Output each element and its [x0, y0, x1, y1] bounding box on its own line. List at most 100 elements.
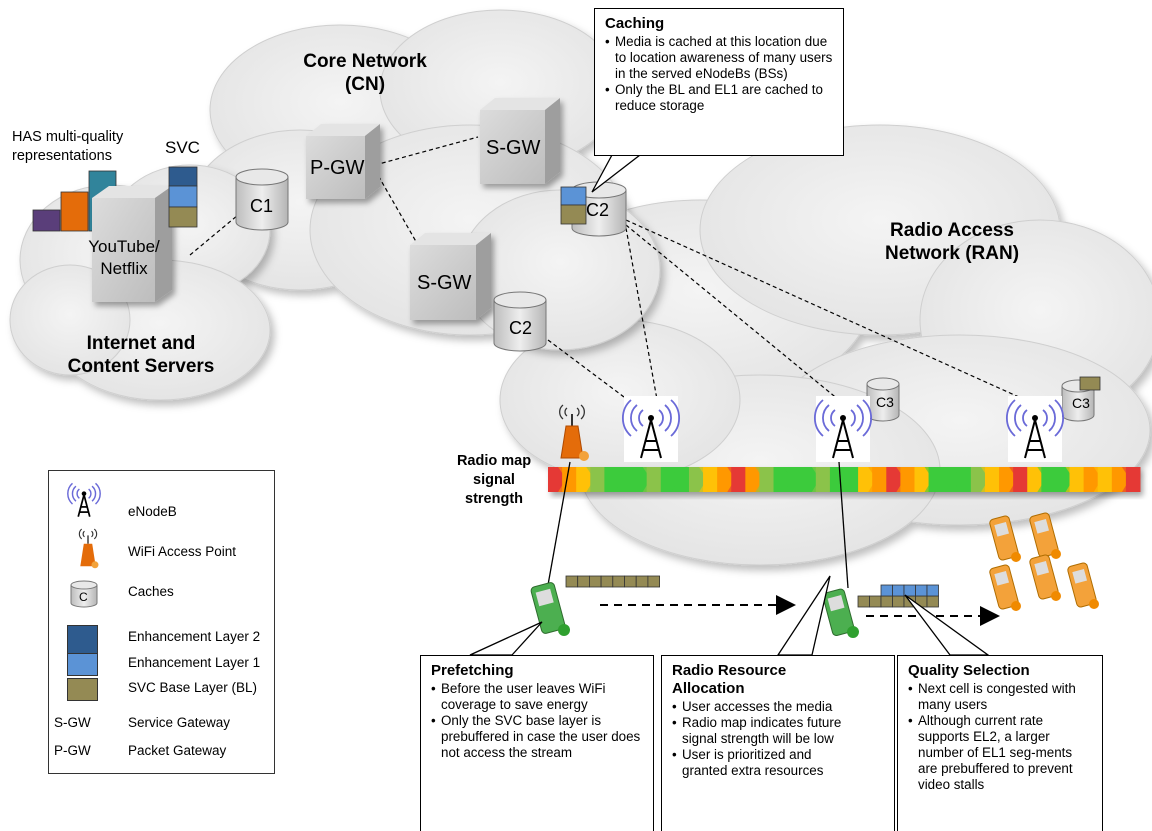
prefetching-callout: Prefetching Before the user leaves WiFi … [420, 655, 654, 831]
svc-el1 [168, 185, 198, 208]
sgw-top-box [480, 98, 560, 184]
has-bar-low [32, 209, 61, 232]
legend-caches-label: Caches [128, 584, 174, 599]
buffer-el1-segment [880, 584, 893, 597]
caching-bullet: Only the BL and EL1 are cached to reduce… [605, 82, 835, 114]
radio-map-cell [942, 467, 958, 492]
radio-map-cell [1041, 467, 1056, 492]
caching-callout: Caching Media is cached at this location… [594, 8, 844, 156]
svc-el2 [168, 166, 198, 187]
congested-user-phone-icon [989, 515, 1021, 562]
buffer-bl-segment [647, 575, 661, 588]
radio-map-cell [731, 467, 746, 492]
radio-map-cell [970, 467, 986, 492]
buffer-el1-segment [892, 584, 905, 597]
radio-map-cell [632, 467, 648, 492]
legend-cache-icon: C [70, 580, 98, 608]
radio-map-cell [900, 467, 915, 492]
radio-map-cells [548, 467, 1141, 492]
legend-el1-label: Enhancement Layer 1 [128, 655, 261, 670]
radio-resource-bullet: Radio map indicates future signal streng… [672, 715, 886, 747]
prefetching-bullet: Before the user leaves WiFi coverage to … [431, 681, 645, 713]
sgw-top-label: S-GW [486, 137, 541, 159]
phone-resource-icon [822, 588, 859, 638]
radio-map-cell [576, 467, 591, 492]
cache-c1-label: C1 [250, 196, 274, 216]
radio-map-cell [1013, 467, 1028, 492]
legend-sgw-desc: Service Gateway [128, 715, 231, 730]
radio-map-cell [1111, 467, 1127, 492]
radio-resource-callout: Radio Resource Allocation User accesses … [661, 655, 895, 831]
core-network-title: Core Network (CN) [303, 51, 427, 95]
content-server [92, 186, 172, 302]
caching-bullet: Media is cached at this location due to … [605, 34, 835, 82]
radio-map-cell [886, 467, 901, 492]
cached-bl [560, 204, 587, 225]
buffer-el1-segment [926, 584, 939, 597]
legend-pgw-desc: Packet Gateway [128, 743, 227, 758]
radio-map-cell [618, 467, 634, 492]
server-label: YouTube/ Netflix [88, 237, 160, 278]
movement-arrows [600, 595, 1000, 626]
radio-map-cell [872, 467, 887, 492]
has-bar-mid [60, 191, 89, 232]
buffer-bl-segment [577, 575, 590, 588]
legend-wifi-icon [78, 528, 99, 569]
radio-map-cell [745, 467, 760, 492]
radio-map-cell [1055, 467, 1071, 492]
radio-map-cell [674, 467, 690, 492]
buffer-bl-segment [892, 595, 905, 608]
legend-bl-swatch [67, 678, 98, 701]
radio-map-cell [956, 467, 972, 492]
radio-map-cell [999, 467, 1014, 492]
congested-user-phone-icon [1067, 562, 1099, 609]
radio-resource-bullet: User accesses the media [672, 699, 886, 715]
has-label: HAS multi-quality representations [12, 129, 124, 164]
cache-c2-top-label: C2 [586, 200, 610, 220]
radio-map-cell [773, 467, 789, 492]
buffer-el1-segment [903, 584, 916, 597]
radio-map-cell [1069, 467, 1085, 492]
buffer-bl-segment [612, 575, 625, 588]
ran-title: Radio Access Network (RAN) [884, 220, 1020, 264]
congested-user-phone-icon [989, 564, 1021, 611]
svc-bl [168, 206, 198, 228]
wifi-access-point-icon [559, 404, 589, 461]
cache-c3-right-label: C3 [1072, 395, 1090, 411]
radio-map-cell [1125, 467, 1141, 492]
radio-map-cell [914, 467, 930, 492]
cache-c3-right [1061, 376, 1101, 422]
radio-map-cell [984, 467, 1000, 492]
radio-map-cell [604, 467, 619, 492]
quality-bullet: Although current rate supports EL2, a la… [908, 713, 1094, 793]
radio-map-cell [1083, 467, 1099, 492]
congested-user-phone-icon [1029, 512, 1061, 559]
buffer-bl-segment [880, 595, 893, 608]
sgw-bottom-box [410, 233, 491, 320]
caching-title: Caching [605, 15, 665, 32]
quality-selection-callout: Quality Selection Next cell is congested… [897, 655, 1103, 831]
quality-buffer [857, 584, 939, 608]
prefetching-title: Prefetching [431, 662, 514, 679]
quality-selection-title: Quality Selection [908, 662, 1030, 679]
radio-map-cell [759, 467, 775, 492]
radio-map-cell [787, 467, 803, 492]
radio-map-cell [815, 467, 831, 492]
radio-map-cell [562, 467, 577, 492]
cache-c1 [235, 168, 289, 231]
radio-resource-bullet: User is prioritized and granted extra re… [672, 747, 886, 779]
radio-map-cell [928, 467, 944, 492]
pgw-label: P-GW [310, 157, 365, 179]
legend-wifi-label: WiFi Access Point [128, 544, 237, 559]
radio-map-cell [858, 467, 873, 492]
legend-bl-label: SVC Base Layer (BL) [128, 680, 258, 695]
cache-c2-bottom [493, 291, 547, 352]
phone-prefetching-icon [530, 582, 570, 636]
buffer-bl-segment [624, 575, 637, 588]
radio-map-cell [660, 467, 676, 492]
cache-c3-mid-label: C3 [876, 394, 894, 410]
radio-map-cell [688, 467, 704, 492]
legend-pgw-abbr: P-GW [54, 743, 91, 758]
cache-c2-top-layers [560, 186, 587, 225]
